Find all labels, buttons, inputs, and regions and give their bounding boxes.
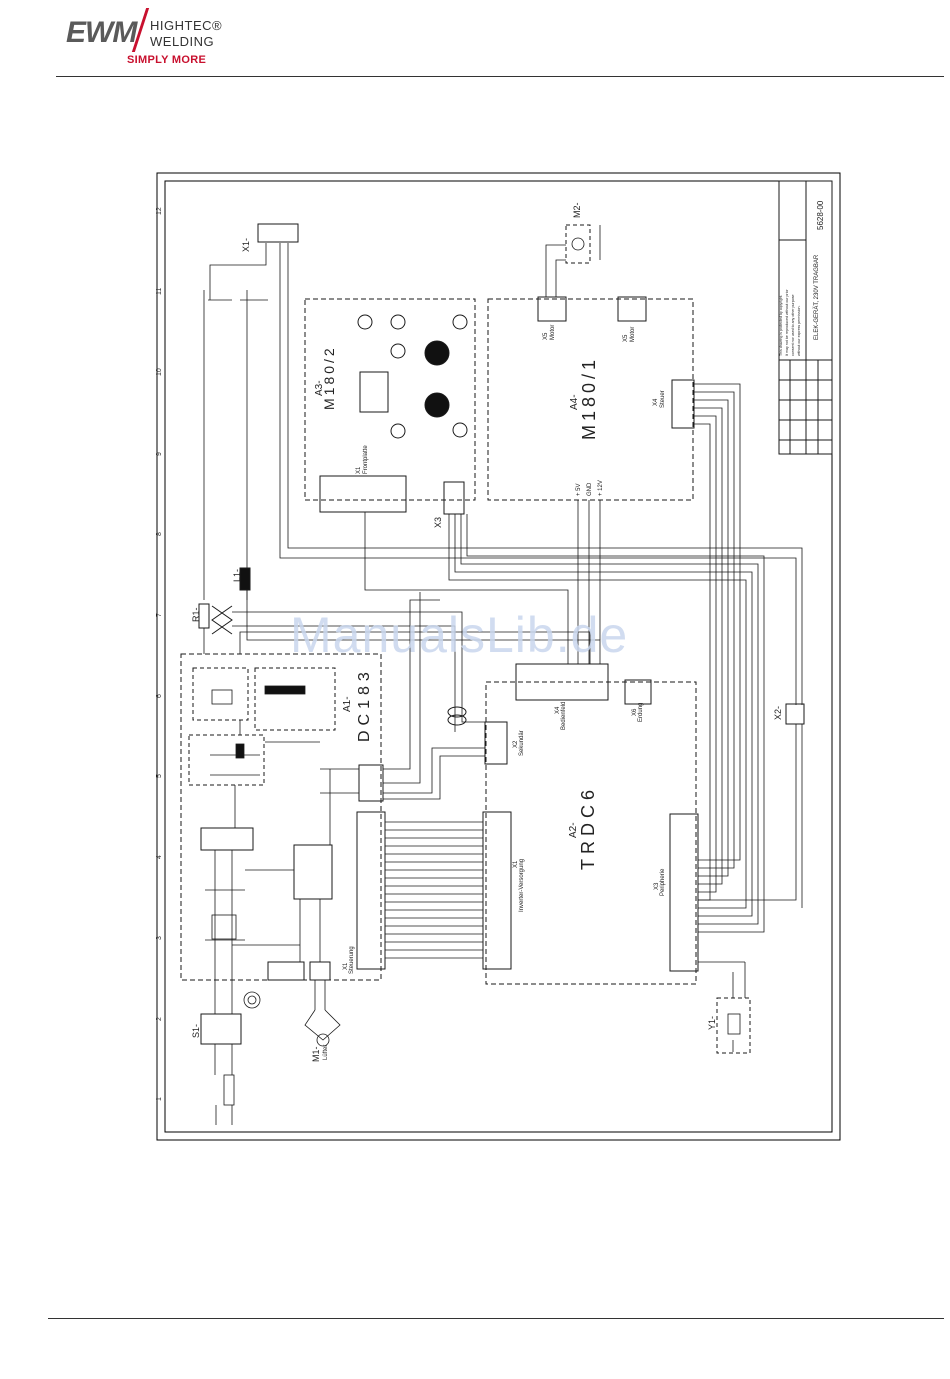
label-a4-x5-desc: Motor <box>550 325 556 340</box>
label-a2-x4: X4 <box>555 706 561 714</box>
label-a4-name: M180/1 <box>579 356 599 440</box>
label-l1: L1- <box>232 569 242 582</box>
label-x2: X2- <box>773 706 783 720</box>
copyright-line-2: It may not be reproduced without our pri… <box>785 288 789 356</box>
copyright-line-1: This drawing is protected by copyright. <box>779 295 783 356</box>
grid-number-2: 2 <box>156 1017 163 1021</box>
label-s1: S1- <box>191 1024 201 1038</box>
drawing-title: ELEK-GERÄT, 230V TRAGBAR <box>813 254 820 340</box>
label-a1-name: DC183 <box>356 667 373 742</box>
grid-number-5: 5 <box>156 774 163 778</box>
grid-number-1: 1 <box>156 1097 163 1101</box>
label-a4-gnd: GND <box>587 482 593 496</box>
label-a4-12v: + 12V <box>598 480 604 496</box>
label-a4-x5: X5 <box>543 332 549 340</box>
label-a2-x2-desc: Sekundär <box>519 730 525 756</box>
label-a1-x1: X1 <box>343 962 349 970</box>
logo-tagline: SIMPLY MORE <box>127 54 207 66</box>
label-a1-x1-desc: Steuerung <box>349 946 355 974</box>
label-a4-x4: X4 <box>653 398 659 406</box>
label-a2: A2- <box>568 822 579 838</box>
ewm-logo: EWM HIGHTEC® WELDING SIMPLY MORE <box>62 4 232 70</box>
a2-box <box>485 681 697 985</box>
grid-number-3: 3 <box>156 936 163 940</box>
copyright-line-3: consent nor used to any other purpose <box>791 294 795 356</box>
logo-brand: EWM <box>66 16 137 49</box>
grid-number-4: 4 <box>156 855 163 859</box>
label-a2-x1-desc: Inverter-Versorgung <box>519 859 525 912</box>
label-a4-5v: + 5V <box>576 483 582 496</box>
label-a2-x4-desc: Bedienfeld <box>561 702 567 730</box>
footer-rule <box>48 1318 944 1319</box>
a3-box <box>304 298 476 501</box>
label-a2-x3: X3 <box>654 882 660 890</box>
label-a2-x1: X1 <box>513 860 519 868</box>
outer-frame <box>156 172 841 1141</box>
label-a4: A4- <box>569 394 580 410</box>
header-rule <box>56 76 944 77</box>
label-a2-x6: X6 <box>632 708 638 716</box>
a3-x1-connector <box>319 475 407 513</box>
label-a3-name: M180/2 <box>321 345 337 410</box>
logo-line-2: WELDING <box>150 34 215 49</box>
label-x1: X1- <box>241 238 251 252</box>
label-a3-x3: X3 <box>433 517 443 528</box>
grid-number-12: 12 <box>156 207 163 215</box>
label-a3: A3- <box>314 380 325 396</box>
grid-number-11: 11 <box>156 288 163 295</box>
drawing-number: 5628-00 <box>816 200 825 230</box>
label-a3-x1-desc: Frontplatte <box>363 445 369 474</box>
copyright-line-4: without our express permission. <box>797 305 801 356</box>
label-r1: R1- <box>191 607 201 622</box>
label-a2-x3-desc: Peripherie <box>660 868 666 896</box>
label-a4-x4-desc: Steuer <box>660 390 666 408</box>
grid-number-8: 8 <box>156 532 163 536</box>
a2-x4-connector <box>515 663 609 701</box>
label-a2-x6-desc: Erdung <box>638 703 644 722</box>
label-a2-name: TRDC6 <box>578 785 598 870</box>
label-m1: M1- <box>311 1046 321 1062</box>
label-a4-x5b: X5 <box>623 334 629 342</box>
grid-number-6: 6 <box>156 694 163 698</box>
inner-frame <box>164 180 833 1133</box>
label-a2-x2: X2 <box>513 740 519 748</box>
label-a3-x1: X1 <box>356 466 362 474</box>
label-m1-desc: Lüfter <box>323 1045 329 1060</box>
label-a4-x5b-desc: Motor <box>630 327 636 342</box>
watermark: ManualsLib.de <box>290 607 629 663</box>
a4-box <box>487 298 694 501</box>
logo-line-1: HIGHTEC® <box>150 18 223 33</box>
grid-number-9: 9 <box>156 452 163 456</box>
grid-number-10: 10 <box>156 368 163 376</box>
label-m2: M2- <box>572 202 582 218</box>
grid-number-7: 7 <box>156 613 163 617</box>
label-y1: Y1- <box>707 1016 717 1030</box>
label-a1: A1- <box>342 696 353 712</box>
